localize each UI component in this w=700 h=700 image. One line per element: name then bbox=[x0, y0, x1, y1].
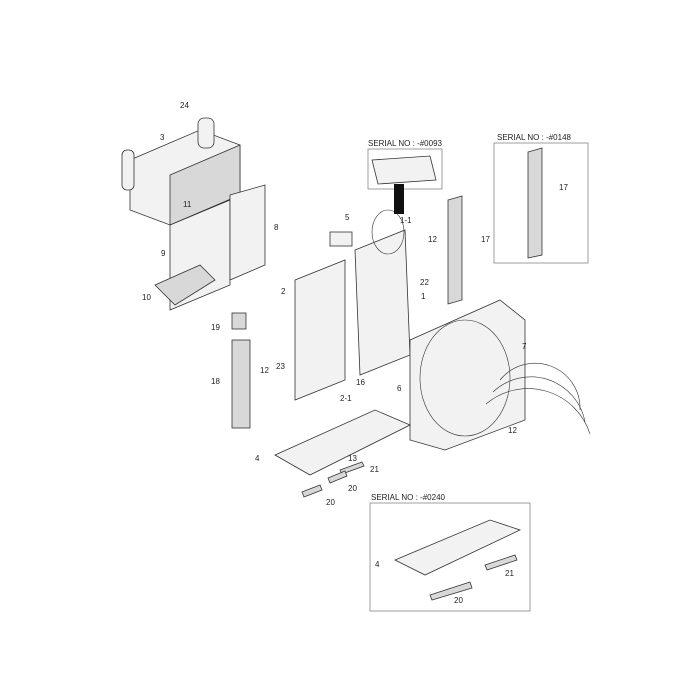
part-label: 17 bbox=[559, 183, 568, 192]
part-label: 17 bbox=[481, 235, 490, 244]
inset-serial-0148 bbox=[493, 142, 589, 264]
part-label: 21 bbox=[505, 569, 514, 578]
part-label: 2-1 bbox=[340, 394, 352, 403]
part-label: 21 bbox=[370, 465, 379, 474]
inset-serial-0240 bbox=[369, 502, 531, 612]
part-label: 1-1 bbox=[400, 216, 412, 225]
part-label: 20 bbox=[454, 596, 463, 605]
part-label: 23 bbox=[276, 362, 285, 371]
part-bracket-5 bbox=[329, 231, 353, 247]
part-label: 5 bbox=[345, 213, 350, 222]
part-label: 9 bbox=[161, 249, 166, 258]
part-label: 11 bbox=[183, 200, 192, 209]
serial-note-0148: SERIAL NO : -#0148 bbox=[497, 133, 572, 142]
part-shroud-right bbox=[229, 184, 266, 281]
part-label: 12 bbox=[428, 235, 437, 244]
part-label: 22 bbox=[420, 278, 429, 287]
part-label: 4 bbox=[375, 560, 380, 569]
part-oil-cooler bbox=[294, 259, 346, 401]
part-plate-10 bbox=[154, 264, 216, 306]
part-label: 13 bbox=[348, 454, 357, 463]
part-base-frame-inset bbox=[394, 519, 522, 576]
part-label: 10 bbox=[142, 293, 151, 302]
part-19 bbox=[231, 312, 247, 330]
arrow-bar bbox=[394, 184, 404, 214]
part-label: 12 bbox=[260, 366, 269, 375]
part-fan-guard bbox=[485, 363, 591, 435]
part-label: 24 bbox=[180, 101, 189, 110]
part-label: 4 bbox=[255, 454, 260, 463]
part-intercooler bbox=[121, 117, 241, 226]
part-17 bbox=[447, 195, 463, 305]
part-label: 19 bbox=[211, 323, 220, 332]
part-label: 12 bbox=[508, 426, 517, 435]
part-pads bbox=[301, 461, 518, 601]
part-label: 6 bbox=[397, 384, 402, 393]
part-label: 7 bbox=[522, 342, 527, 351]
part-label: 2 bbox=[281, 287, 286, 296]
inset-serial-0093 bbox=[367, 148, 443, 190]
part-18 bbox=[231, 339, 251, 429]
part-17-inset bbox=[527, 147, 543, 259]
part-label: 18 bbox=[211, 377, 220, 386]
part-label: 20 bbox=[326, 498, 335, 507]
part-radiator bbox=[354, 229, 411, 376]
part-label: 3 bbox=[160, 133, 165, 142]
part-label: 8 bbox=[274, 223, 279, 232]
serial-note-0240: SERIAL NO : -#0240 bbox=[371, 493, 446, 502]
part-label: 16 bbox=[356, 378, 365, 387]
part-base-frame bbox=[274, 409, 411, 476]
serial-note-0093: SERIAL NO : -#0093 bbox=[368, 139, 443, 148]
part-label: 20 bbox=[348, 484, 357, 493]
part-label: 1 bbox=[421, 292, 426, 301]
detail-callout bbox=[371, 209, 405, 255]
part-fan-shroud bbox=[409, 299, 526, 451]
